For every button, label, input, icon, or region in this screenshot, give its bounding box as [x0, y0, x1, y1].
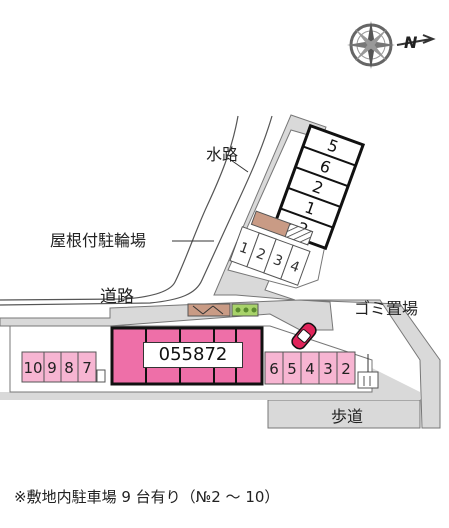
parking-space-6: 6 [269, 360, 279, 378]
compass-north-label: N [404, 33, 418, 52]
parking-space-5: 5 [287, 360, 297, 378]
waterway [0, 115, 273, 306]
garbage-area [357, 354, 379, 389]
bike-shed [187, 303, 231, 317]
bike-parking-label: 屋根付駐輪場 [50, 231, 147, 250]
parking-space-4: 4 [305, 360, 315, 378]
parking-left: 10 9 8 7 [21, 351, 97, 383]
property-code: 055872 [143, 342, 243, 368]
small-fixture [96, 369, 106, 383]
parking-space-7: 7 [82, 359, 92, 377]
sidewalk-label: 歩道 [331, 407, 364, 426]
footnote: ※敷地内駐車場 9 台有り（№2 〜 10） [14, 488, 280, 506]
greenery [231, 303, 259, 317]
car-icon [291, 322, 317, 350]
upper-parking: 1 2 3 4 [229, 226, 311, 286]
parking-space-3: 3 [323, 360, 333, 378]
road-label: 道路 [100, 287, 134, 307]
parking-right: 6 5 4 3 2 [264, 351, 356, 385]
parking-space-10: 10 [23, 359, 42, 377]
parking-space-2: 2 [341, 360, 351, 378]
waterway-label: 水路 [206, 145, 239, 164]
waterway-leader [227, 157, 249, 173]
parking-space-8: 8 [64, 359, 74, 377]
compass-icon [347, 21, 436, 69]
upper-bike-shed [250, 210, 314, 246]
garbage-label: ゴミ置場 [354, 299, 419, 318]
parking-space-9: 9 [47, 359, 57, 377]
